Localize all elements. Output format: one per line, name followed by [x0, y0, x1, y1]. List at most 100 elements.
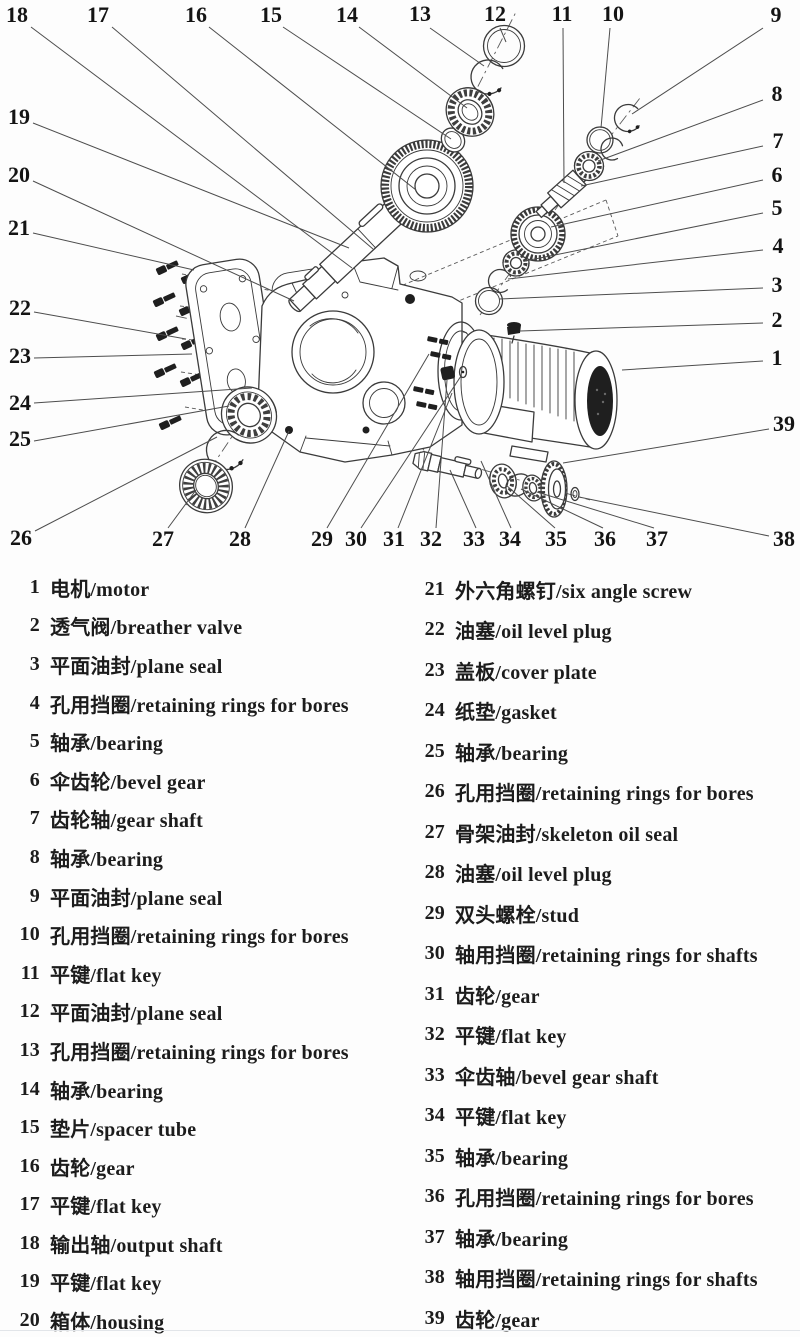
callout-number-3: 3: [772, 272, 783, 297]
callout-number-1: 1: [772, 345, 783, 370]
leader-line-19: [32, 122, 350, 249]
part-number: 28: [424, 861, 445, 884]
ring-38-drawing: [570, 486, 580, 502]
oil-seal-27-drawing: [179, 458, 233, 514]
callout-number-21: 21: [8, 215, 30, 240]
callout-number-33: 33: [463, 526, 485, 551]
part-label: 轴承/bearing: [50, 733, 164, 756]
part-number: 24: [424, 699, 445, 722]
callout-number-32: 32: [420, 526, 442, 551]
housing-drawing: [257, 257, 485, 463]
output-gear-drawing: [380, 139, 474, 233]
leader-line-13: [429, 27, 485, 67]
leader-line-30: [360, 375, 462, 529]
part-label: 平键/flat key: [455, 1026, 567, 1049]
leader-line-33: [449, 469, 477, 529]
part-number: 23: [424, 658, 445, 681]
leader-line-25: [33, 405, 230, 442]
leader-line-28: [244, 430, 290, 529]
motor-opening: [587, 366, 613, 436]
part-number: 16: [19, 1154, 40, 1177]
part-label: 齿轮/gear: [50, 1157, 135, 1180]
part-number: 20: [19, 1309, 40, 1332]
leader-line-14: [358, 26, 468, 109]
callout-number-28: 28: [229, 526, 251, 551]
leader-line-23: [33, 353, 193, 359]
leader-line-34: [480, 460, 512, 529]
callout-number-36: 36: [594, 526, 616, 551]
part-label: 孔用挡圈/retaining rings for bores: [50, 694, 349, 717]
part-label: 轴承/bearing: [50, 848, 164, 871]
parts-list-item-33: 33 伞齿轴/bevel gear shaft: [417, 1055, 797, 1096]
part-label: 轴用挡圈/retaining rings for shafts: [455, 1269, 758, 1292]
callout-number-30: 30: [345, 526, 367, 551]
callout-number-4: 4: [773, 233, 784, 258]
callout-number-22: 22: [9, 295, 31, 320]
callout-number-15: 15: [260, 2, 282, 27]
part-number: 6: [29, 768, 40, 791]
part-number: 34: [424, 1104, 445, 1127]
part-number: 13: [19, 1038, 40, 1061]
part-number: 33: [424, 1063, 445, 1086]
part-label: 孔用挡圈/retaining rings for bores: [50, 926, 349, 949]
seal-ring-12: [482, 24, 526, 68]
parts-list-item-4: 4 孔用挡圈/retaining rings for bores: [14, 684, 406, 723]
rings-9-10: [586, 103, 643, 161]
leader-line-16: [208, 26, 417, 191]
rings-3-4: [474, 268, 513, 316]
part-number: 4: [29, 691, 40, 714]
bearing-25-drawing: [220, 386, 278, 444]
part-number: 2: [29, 614, 40, 637]
leader-line-5: [524, 212, 764, 262]
part-label: 盖板/cover plate: [455, 661, 597, 684]
parts-list-item-28: 28 油塞/oil level plug: [417, 853, 797, 894]
bearing-37-drawing: [522, 474, 544, 502]
part-label: 伞齿轴/bevel gear shaft: [455, 1066, 659, 1089]
key-19: [304, 266, 320, 281]
callout-number-12: 12: [484, 1, 506, 26]
leader-line-21: [32, 232, 195, 271]
part-label: 齿轮/gear: [455, 1309, 540, 1332]
part-number: 19: [19, 1270, 40, 1293]
callout-number-11: 11: [552, 1, 573, 26]
leader-line-3: [498, 287, 764, 300]
callout-number-18: 18: [6, 2, 28, 27]
part-label: 输出轴/output shaft: [50, 1234, 223, 1257]
shaft-ring-30: [458, 365, 468, 379]
motor-foot: [509, 445, 549, 463]
callout-number-37: 37: [646, 526, 668, 551]
leader-line-27: [167, 489, 197, 529]
leader-line-26: [34, 436, 218, 532]
leader-line-35: [505, 484, 556, 529]
page-bottom-rule: [0, 1330, 800, 1331]
part-label: 轴承/bearing: [455, 1228, 569, 1251]
callout-number-39: 39: [773, 411, 795, 436]
part-number: 3: [29, 652, 40, 675]
part-label: 电机/motor: [50, 578, 150, 601]
leader-line-22: [33, 311, 187, 340]
part-label: 孔用挡圈/retaining rings for bores: [455, 783, 754, 806]
part-label: 平面油封/plane seal: [50, 887, 223, 910]
callout-number-14: 14: [336, 2, 358, 27]
leader-line-38: [578, 496, 770, 537]
part-label: 油塞/oil level plug: [455, 864, 612, 887]
leader-line-18: [30, 26, 353, 269]
